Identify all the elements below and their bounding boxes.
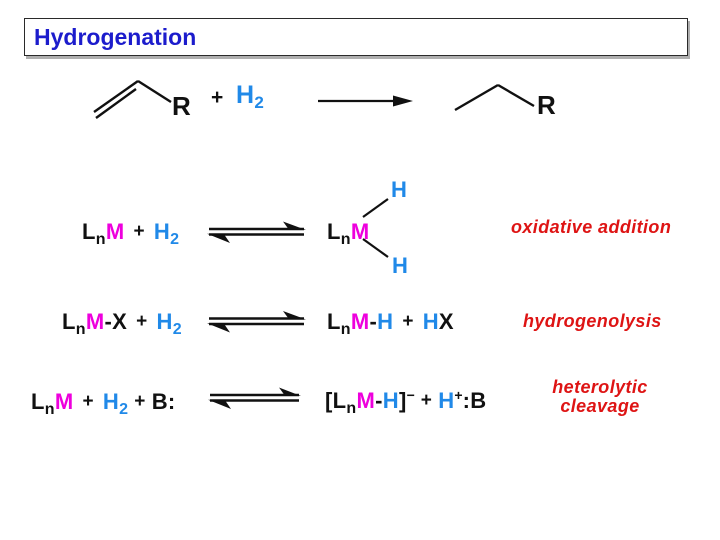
equilibrium-arrows-icon-3 xyxy=(208,387,301,409)
ligand-subscript: n xyxy=(346,400,357,417)
label-line-2: cleavage xyxy=(560,396,640,416)
ligand-symbol: L xyxy=(327,219,341,244)
hydrogen-symbol: H xyxy=(236,81,255,109)
ligand-subscript: n xyxy=(44,401,55,418)
reaction-label-oxidative-addition: oxidative addition xyxy=(511,217,672,237)
hydride-bottom: H xyxy=(392,253,409,278)
plus-sign: + xyxy=(134,391,146,412)
dihydrogen-formula: H2 xyxy=(236,81,264,113)
ligand-subscript: n xyxy=(95,231,106,248)
metal-symbol: M xyxy=(54,389,74,414)
eq2-products: LnM-H+HX xyxy=(327,309,454,339)
metal-symbol: M xyxy=(105,219,125,244)
charge-minus: − xyxy=(406,387,415,403)
forward-arrow-icon xyxy=(318,95,413,107)
hydrogen-subscript: 2 xyxy=(170,231,180,248)
eq2-reactants: LnM-X + H2 xyxy=(62,309,182,339)
equilibrium-arrows-icon-2 xyxy=(207,311,306,333)
eq1-reactants: LnM + H2 xyxy=(82,219,179,249)
plus-sign: + xyxy=(136,311,148,332)
bracket-open: [ xyxy=(325,388,333,413)
ligand-subscript: n xyxy=(340,231,351,248)
alkene-r-group: R xyxy=(172,91,192,121)
hydrogen-subscript: 2 xyxy=(172,321,182,338)
ligand-symbol: L xyxy=(31,389,45,414)
title-box: Hydrogenation xyxy=(24,18,688,56)
bond-dash: - xyxy=(104,309,113,334)
eq3-products: [LnM-H]−+H+:B xyxy=(325,387,486,418)
plus-sign: + xyxy=(133,221,145,242)
hydrogen-subscript: 2 xyxy=(254,93,265,112)
alkane-r-group: R xyxy=(537,90,557,120)
metal-symbol: M xyxy=(350,309,370,334)
plus-sign: + xyxy=(211,86,224,109)
equilibrium-arrows-icon-1 xyxy=(207,221,306,243)
ligand-subscript: n xyxy=(75,321,86,338)
halide-symbol: X xyxy=(112,309,128,334)
hydrogen-symbol: H xyxy=(102,389,120,414)
metal-symbol: M xyxy=(356,388,376,413)
hydride-symbol: H xyxy=(377,309,394,334)
hydrogen-symbol: H xyxy=(153,219,171,244)
charge-plus: + xyxy=(454,387,463,403)
ligand-symbol: L xyxy=(327,309,341,334)
metal-symbol: M xyxy=(85,309,105,334)
ligand-symbol: L xyxy=(332,388,347,413)
hydrogen-subscript: 2 xyxy=(119,401,129,418)
page-title: Hydrogenation xyxy=(34,24,197,50)
hydride-top: H xyxy=(391,177,408,202)
protonated-base-symbol: :B xyxy=(462,388,487,413)
reaction-label-hydrogenolysis: hydrogenolysis xyxy=(523,311,662,331)
plus-sign: + xyxy=(82,391,94,412)
alkene-skeleton xyxy=(93,79,172,119)
metal-symbol: M xyxy=(350,219,370,244)
hydrogen-symbol: H xyxy=(156,309,173,334)
bond-dash: - xyxy=(375,388,383,413)
base-symbol: B: xyxy=(151,389,176,414)
eq3-reactants: LnM+H2+B: xyxy=(31,389,176,419)
ligand-symbol: L xyxy=(62,309,76,334)
eq1-product-metal: LnM xyxy=(327,219,369,249)
reaction-label-heterolytic-cleavage: heterolytic cleavage xyxy=(536,378,664,416)
alkane-skeleton xyxy=(454,83,535,112)
bond-dash: - xyxy=(369,309,378,334)
plus-sign: + xyxy=(402,311,414,332)
hydrogen-symbol: H xyxy=(422,309,439,334)
bracket-close: ] xyxy=(398,388,407,413)
plus-sign: + xyxy=(420,390,433,411)
proton-symbol: H xyxy=(438,388,455,413)
ligand-symbol: L xyxy=(82,219,96,244)
label-line-1: heterolytic xyxy=(552,377,648,397)
halide-symbol: X xyxy=(438,309,454,334)
ligand-subscript: n xyxy=(340,321,351,338)
hydride-symbol: H xyxy=(382,388,399,413)
